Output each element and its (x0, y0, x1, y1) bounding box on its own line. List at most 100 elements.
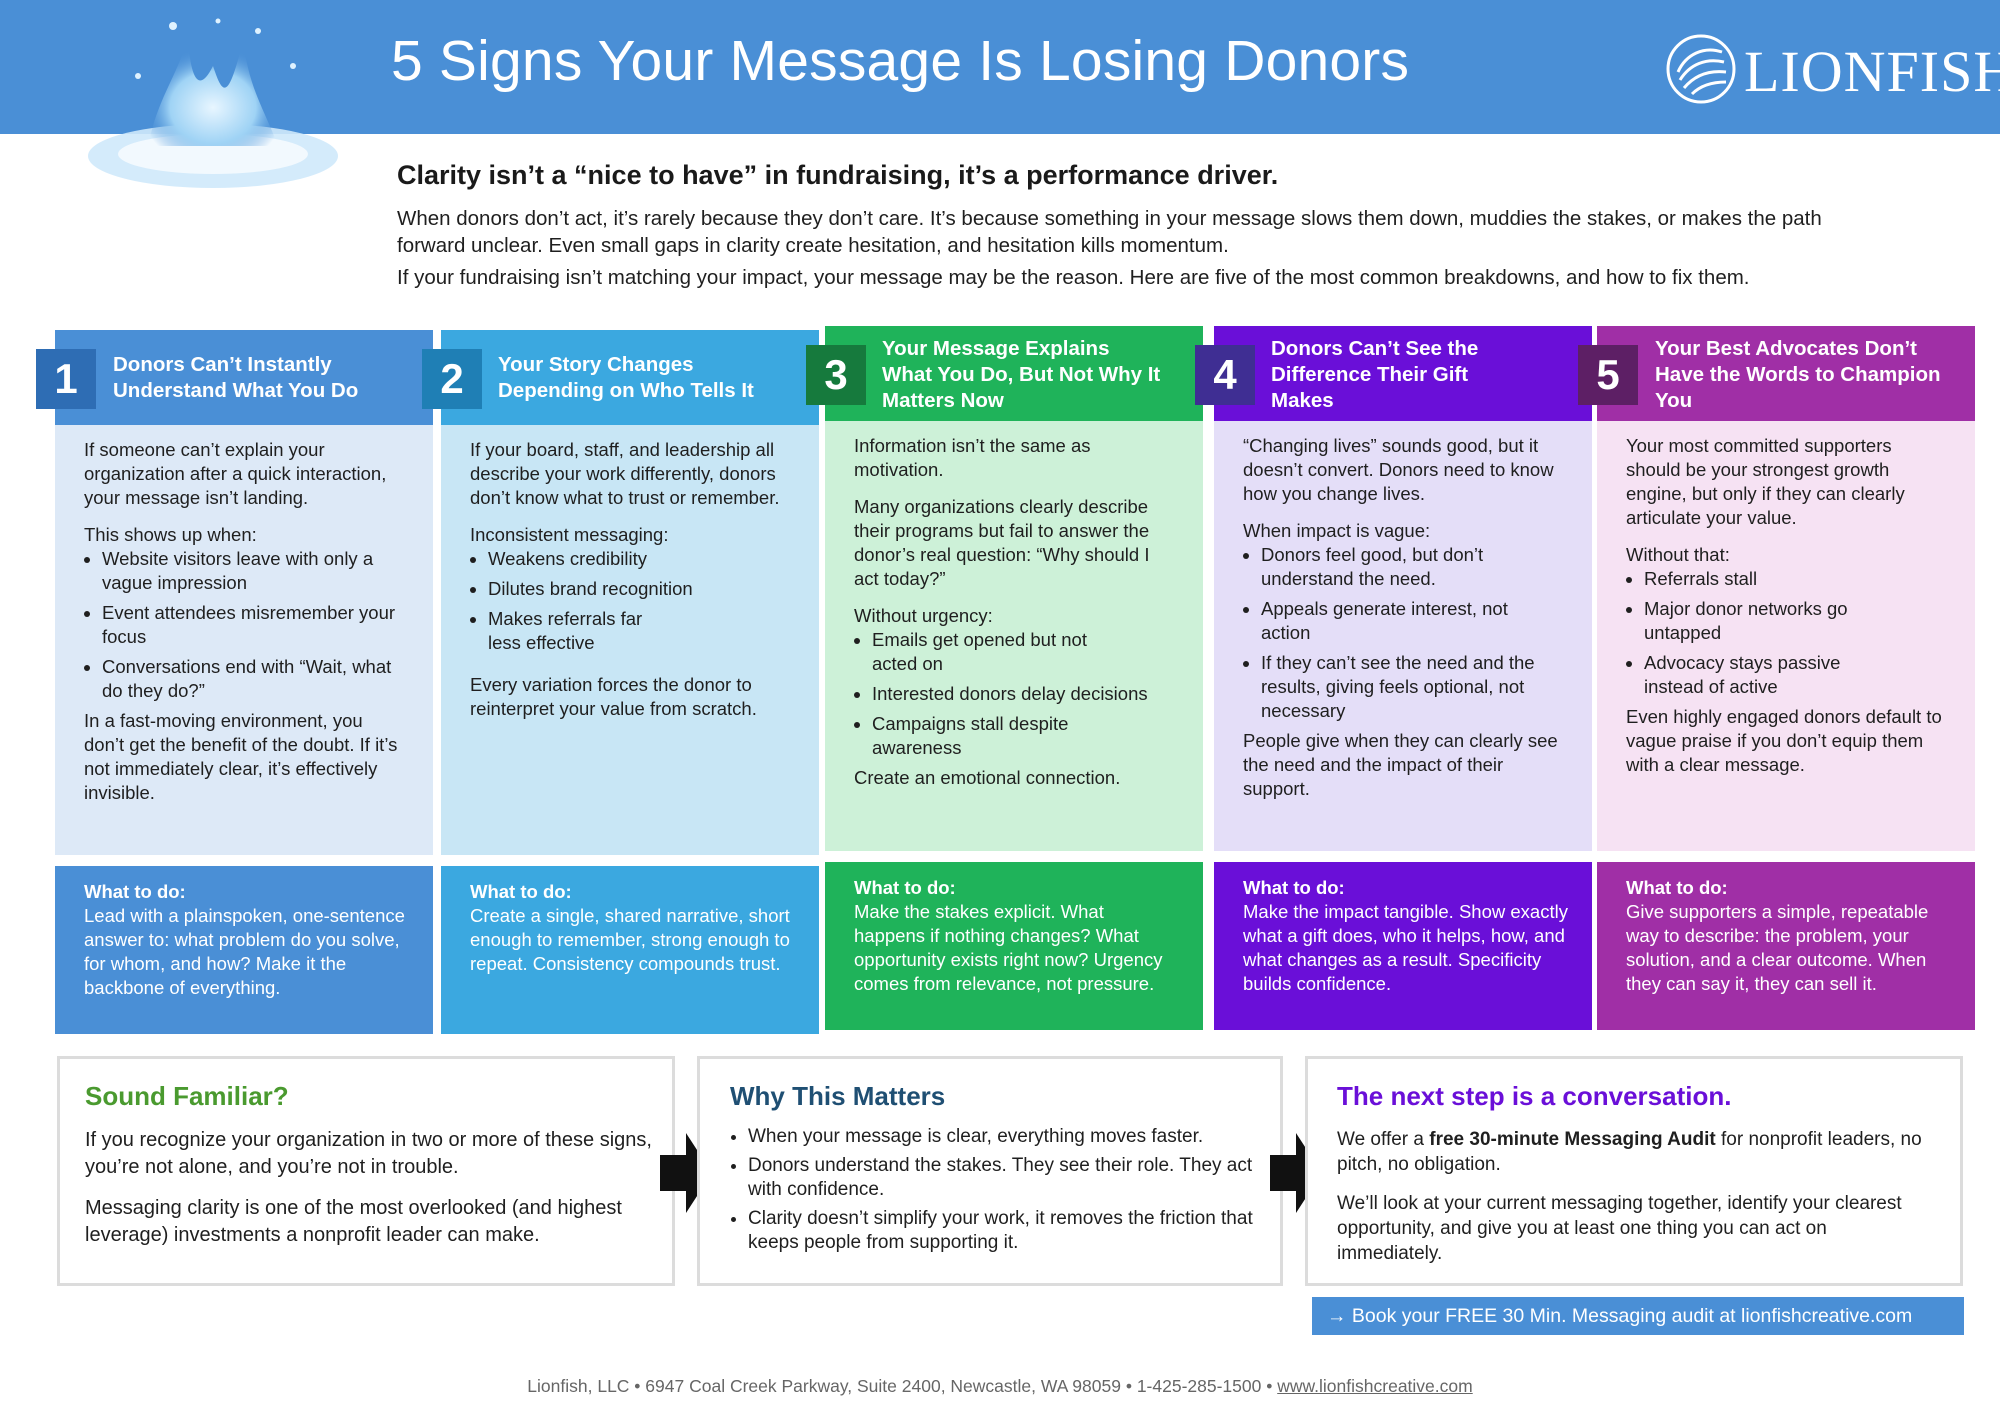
todo-text: Make the impact tangible. Show exactly w… (1243, 901, 1568, 994)
water-splash-image (88, 18, 338, 188)
sign-list-intro-5: Without that: (1626, 544, 1730, 565)
sign-list-intro-1: This shows up when: (84, 524, 257, 545)
sign-header-2: 2 Your Story Changes Depending on Who Te… (422, 330, 819, 425)
footer: Lionfish, LLC • 6947 Coal Creek Parkway,… (0, 1376, 2000, 1397)
sign-text-3: Many organizations clearly describe thei… (854, 496, 1150, 589)
sign-text-5: Your most committed supporters should be… (1626, 435, 1905, 528)
list-item: Appeals generate interest, not action (1261, 597, 1511, 645)
todo-title: What to do: (1243, 877, 1345, 898)
sound-familiar-title: Sound Familiar? (85, 1081, 289, 1111)
sign-conclusion-4: People give when they can clearly see th… (1243, 730, 1558, 799)
next-step-p2: We’ll look at your current messaging tog… (1337, 1193, 1902, 1264)
sign-todo-5: What to do: Give supporters a simple, re… (1597, 862, 1975, 1030)
sign-list-2: Weakens credibility Dilutes brand recogn… (470, 547, 790, 655)
lionfish-icon (1666, 34, 1736, 104)
sign-number-5: 5 (1578, 345, 1638, 405)
sign-number-4: 4 (1195, 345, 1255, 405)
footer-website-link[interactable]: www.lionfishcreative.com (1277, 1376, 1473, 1396)
todo-title: What to do: (854, 877, 956, 898)
page-title: 5 Signs Your Message Is Losing Donors (391, 29, 1410, 93)
list-item: Clarity doesn’t simplify your work, it r… (748, 1207, 1260, 1255)
sign-title-3: Your Message Explains What You Do, But N… (882, 337, 1161, 412)
sign-conclusion-5: Even highly engaged donors default to va… (1626, 706, 1942, 775)
list-item: When your message is clear, everything m… (748, 1125, 1260, 1149)
list-item: Website visitors leave with only a vague… (102, 547, 404, 595)
next-step-box: The next step is a conversation. We offe… (1305, 1056, 1963, 1286)
sign-body-1: If someone can’t explain your organizati… (55, 425, 433, 855)
sign-conclusion-2: Every variation forces the donor to rein… (470, 674, 757, 719)
sign-intro-3: Information isn’t the same as motivation… (854, 435, 1091, 480)
todo-title: What to do: (1626, 877, 1728, 898)
why-this-matters-title: Why This Matters (730, 1081, 946, 1111)
sign-title-1: Donors Can’t Instantly Understand What Y… (113, 353, 359, 402)
sign-list-intro-2: Inconsistent messaging: (470, 524, 669, 545)
intro-paragraph-2: If your fundraising isn’t matching your … (397, 266, 1750, 289)
sign-text-2: If your board, staff, and leadership all… (470, 439, 780, 508)
sound-familiar-p2: Messaging clarity is one of the most ove… (85, 1197, 622, 1246)
sign-title-2: Your Story Changes Depending on Who Tell… (498, 353, 754, 402)
sign-list-5: Referrals stall Major donor networks go … (1626, 567, 1946, 699)
todo-title: What to do: (470, 881, 572, 902)
sign-list-3: Emails get opened but not acted on Inter… (854, 628, 1174, 760)
why-this-matters-box: Why This Matters When your message is cl… (697, 1056, 1283, 1286)
next-step-p1-end: for nonprofit leaders, no pitch, no obli… (1337, 1129, 1922, 1175)
list-item: Major donor networks go untapped (1644, 597, 1874, 645)
header-bar: 5 Signs Your Message Is Losing Donors LI… (0, 0, 2000, 188)
sign-list-intro-3: Without urgency: (854, 605, 993, 626)
sign-number-1: 1 (36, 349, 96, 409)
todo-title: What to do: (84, 881, 186, 902)
next-step-p1: We offer a free 30-minute Messaging Audi… (1337, 1127, 1937, 1177)
sign-list-intro-4: When impact is vague: (1243, 520, 1431, 541)
book-audit-button[interactable]: → Book your FREE 30 Min. Messaging audit… (1312, 1297, 1964, 1335)
sign-todo-3: What to do: Make the stakes explicit. Wh… (825, 862, 1203, 1030)
sign-title-5: Your Best Advocates Don’t Have the Words… (1655, 337, 1941, 412)
sign-body-3: Information isn’t the same as motivation… (825, 421, 1203, 851)
todo-text: Lead with a plainspoken, one-sentence an… (84, 905, 405, 998)
list-item: Donors feel good, but don’t understand t… (1261, 543, 1521, 591)
next-step-p1-start: We offer a (1337, 1129, 1430, 1150)
list-item: Conversations end with “Wait, what do th… (102, 655, 404, 703)
sign-header-5: 5 Your Best Advocates Don’t Have the Wor… (1578, 326, 1975, 421)
sign-body-4: “Changing lives” sounds good, but it doe… (1214, 421, 1592, 851)
todo-text: Give supporters a simple, repeatable way… (1626, 901, 1929, 994)
sign-header-4: 4 Donors Can’t See the Difference Their … (1195, 326, 1592, 421)
list-item: Emails get opened but not acted on (872, 628, 1112, 676)
list-item: Event attendees misremember your focus (102, 601, 404, 649)
sign-number-3: 3 (806, 345, 866, 405)
todo-text: Make the stakes explicit. What happens i… (854, 901, 1163, 994)
next-step-title: The next step is a conversation. (1337, 1081, 1732, 1111)
sign-list-1: Website visitors leave with only a vague… (84, 547, 404, 703)
book-audit-label: → Book your FREE 30 Min. Messaging audit… (1327, 1305, 1913, 1327)
list-item: Dilutes brand recognition (488, 577, 790, 601)
sign-todo-4: What to do: Make the impact tangible. Sh… (1214, 862, 1592, 1030)
list-item: Referrals stall (1644, 567, 1946, 591)
list-item: Interested donors delay decisions (872, 682, 1174, 706)
why-this-matters-list: When your message is clear, everything m… (730, 1125, 1260, 1260)
sign-title-4: Donors Can’t See the Difference Their Gi… (1271, 337, 1479, 412)
sign-header-3: 3 Your Message Explains What You Do, But… (806, 326, 1203, 421)
next-step-text: We offer a free 30-minute Messaging Audi… (1337, 1127, 1937, 1280)
list-item: Donors understand the stakes. They see t… (748, 1154, 1260, 1202)
list-item: Makes referrals far less effective (488, 607, 663, 655)
list-item: Campaigns stall despite awareness (872, 712, 1112, 760)
list-item: If they can’t see the need and the resul… (1261, 651, 1563, 723)
lionfish-logo[interactable]: LIONFISH (1664, 32, 2000, 106)
sign-body-2: If your board, staff, and leadership all… (441, 425, 819, 855)
messaging-audit-offer: free 30-minute Messaging Audit (1429, 1129, 1716, 1150)
sign-todo-1: What to do: Lead with a plainspoken, one… (55, 866, 433, 1034)
sign-header-1: 1 Donors Can’t Instantly Understand What… (36, 330, 433, 425)
todo-text: Create a single, shared narrative, short… (470, 905, 790, 974)
sign-number-2: 2 (422, 349, 482, 409)
sign-text-1: If someone can’t explain your organizati… (84, 439, 387, 508)
intro-headline: Clarity isn’t a “nice to have” in fundra… (397, 160, 1279, 190)
list-item: Advocacy stays passive instead of active (1644, 651, 1884, 699)
sound-familiar-p1: If you recognize your organization in tw… (85, 1129, 652, 1178)
sound-familiar-box: Sound Familiar? If you recognize your or… (57, 1056, 675, 1286)
sign-text-4: “Changing lives” sounds good, but it doe… (1243, 435, 1554, 504)
intro-paragraph-1: When donors don’t act, it’s rarely becau… (397, 207, 1822, 257)
sign-conclusion-3: Create an emotional connection. (854, 767, 1121, 788)
sound-familiar-text: If you recognize your organization in tw… (85, 1127, 655, 1263)
footer-address: Lionfish, LLC • 6947 Coal Creek Parkway,… (527, 1376, 1278, 1396)
sign-list-4: Donors feel good, but don’t understand t… (1243, 543, 1563, 723)
logo-wordmark: LIONFISH (1744, 39, 2000, 104)
